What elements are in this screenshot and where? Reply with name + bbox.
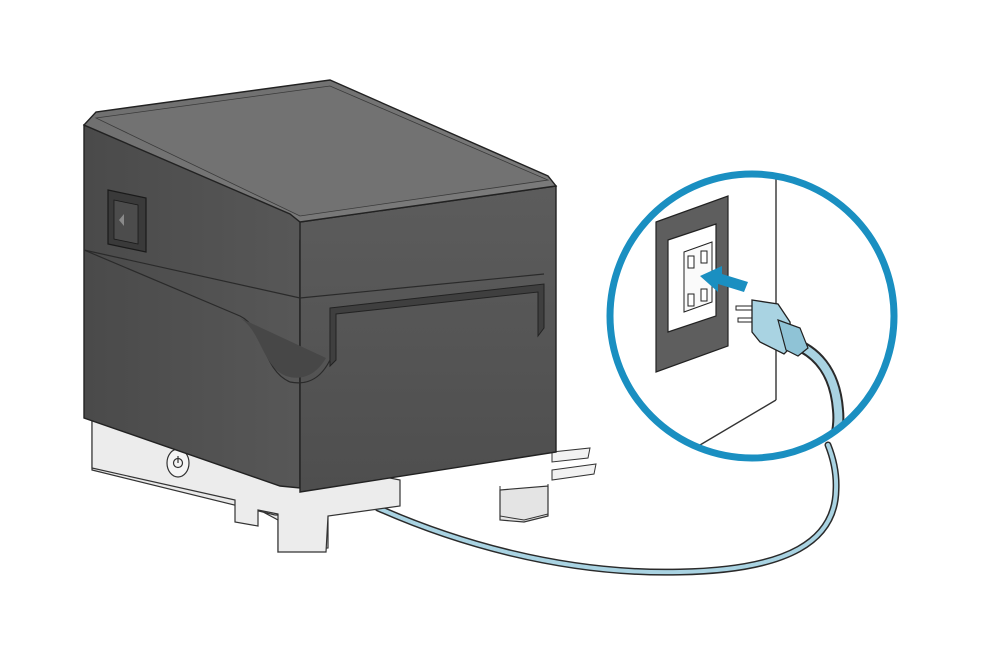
power-cable	[374, 441, 840, 576]
wall-outlet-icon	[655, 195, 729, 373]
rear-cables	[551, 447, 597, 481]
power-button	[166, 448, 190, 478]
cover-release-latch	[107, 189, 147, 253]
printer-base	[91, 418, 549, 553]
insert-arrow-icon	[700, 266, 748, 292]
magnified-outlet-view	[606, 170, 898, 462]
power-plug-icon	[735, 299, 809, 357]
printer-body	[82, 79, 558, 521]
